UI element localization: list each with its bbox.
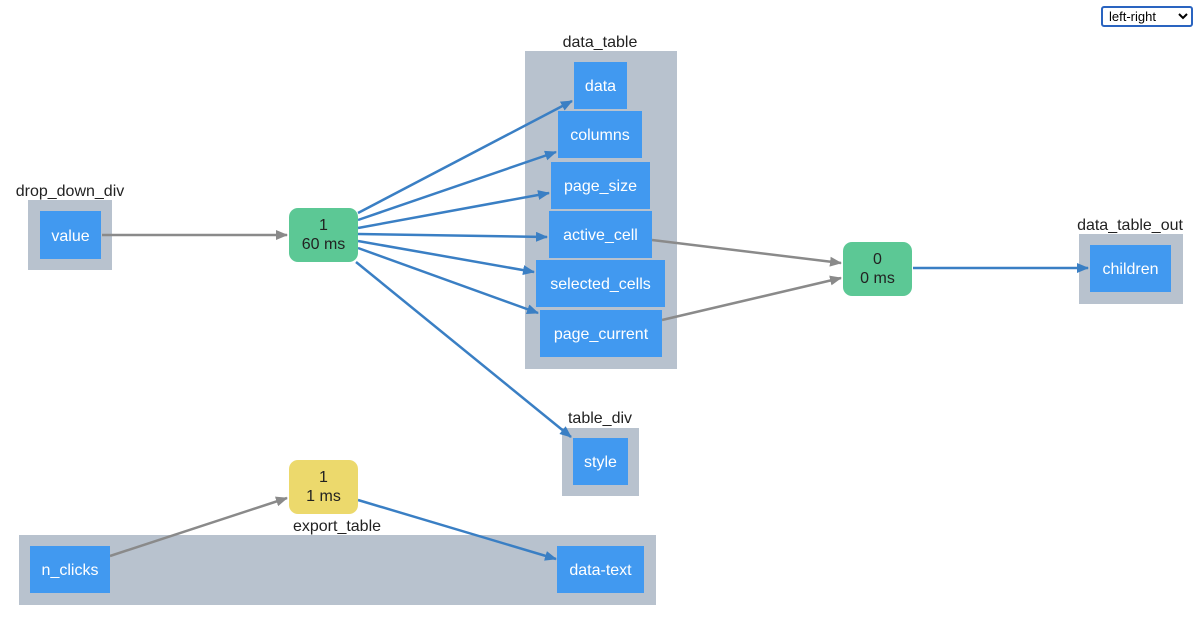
edge-cb1-to-page-size (357, 190, 550, 230)
node-dt-page-current[interactable]: page_current (540, 310, 662, 357)
edge-cb1-to-page-current (357, 246, 539, 315)
node-label: value (51, 228, 89, 245)
group-label-export-table: export_table (293, 518, 381, 535)
edge-cb1-to-data (357, 99, 573, 215)
edge-cb1-to-active-cell (357, 231, 548, 242)
node-label: data-text (569, 562, 632, 579)
callback-count: 1 (319, 469, 328, 486)
node-label: selected_cells (550, 276, 651, 293)
node-label: page_current (554, 326, 649, 343)
callback-time: 60 ms (302, 236, 346, 253)
edge-cb1-to-columns (357, 150, 557, 222)
node-dt-page-size[interactable]: page_size (551, 162, 650, 209)
node-exp-data-text[interactable]: data-text (557, 546, 644, 593)
group-label-drop-down-div: drop_down_div (16, 183, 125, 200)
node-table-style[interactable]: style (573, 438, 628, 485)
edge-active-cell-to-cb2 (651, 238, 842, 267)
node-label: data (585, 78, 616, 95)
edge-cb1-to-style (355, 261, 572, 438)
callback-time: 0 ms (860, 270, 895, 287)
node-label: n_clicks (42, 562, 99, 579)
node-dt-active-cell[interactable]: active_cell (549, 211, 652, 258)
edge-cb1-to-selected-cells (357, 239, 535, 276)
callback-count: 1 (319, 217, 328, 234)
group-export-table (19, 535, 656, 605)
callback-node-2[interactable]: 0 0 ms (843, 242, 912, 296)
node-dt-selected-cells[interactable]: selected_cells (536, 260, 665, 307)
layout-select[interactable]: left-right (1101, 6, 1193, 27)
callback-time: 1 ms (306, 488, 341, 505)
group-label-data-table-out: data_table_out (1077, 217, 1183, 234)
group-label-data-table: data_table (563, 34, 638, 51)
node-label: style (584, 454, 617, 471)
edge-n-clicks-to-cb3 (109, 496, 288, 558)
callback-count: 0 (873, 251, 882, 268)
group-label-table-div: table_div (568, 410, 632, 427)
edge-cb3-to-data-text (357, 498, 557, 561)
callback-node-3[interactable]: 1 1 ms (289, 460, 358, 514)
node-dt-columns[interactable]: columns (558, 111, 642, 158)
node-label: children (1102, 261, 1158, 278)
edge-page-current-to-cb2 (661, 275, 842, 322)
node-label: active_cell (563, 227, 638, 244)
node-drop-value[interactable]: value (40, 211, 101, 259)
node-dt-data[interactable]: data (574, 62, 627, 109)
node-label: columns (570, 127, 630, 144)
node-out-children[interactable]: children (1090, 245, 1171, 292)
node-label: page_size (564, 178, 637, 195)
node-exp-n-clicks[interactable]: n_clicks (30, 546, 110, 593)
callback-node-1[interactable]: 1 60 ms (289, 208, 358, 262)
